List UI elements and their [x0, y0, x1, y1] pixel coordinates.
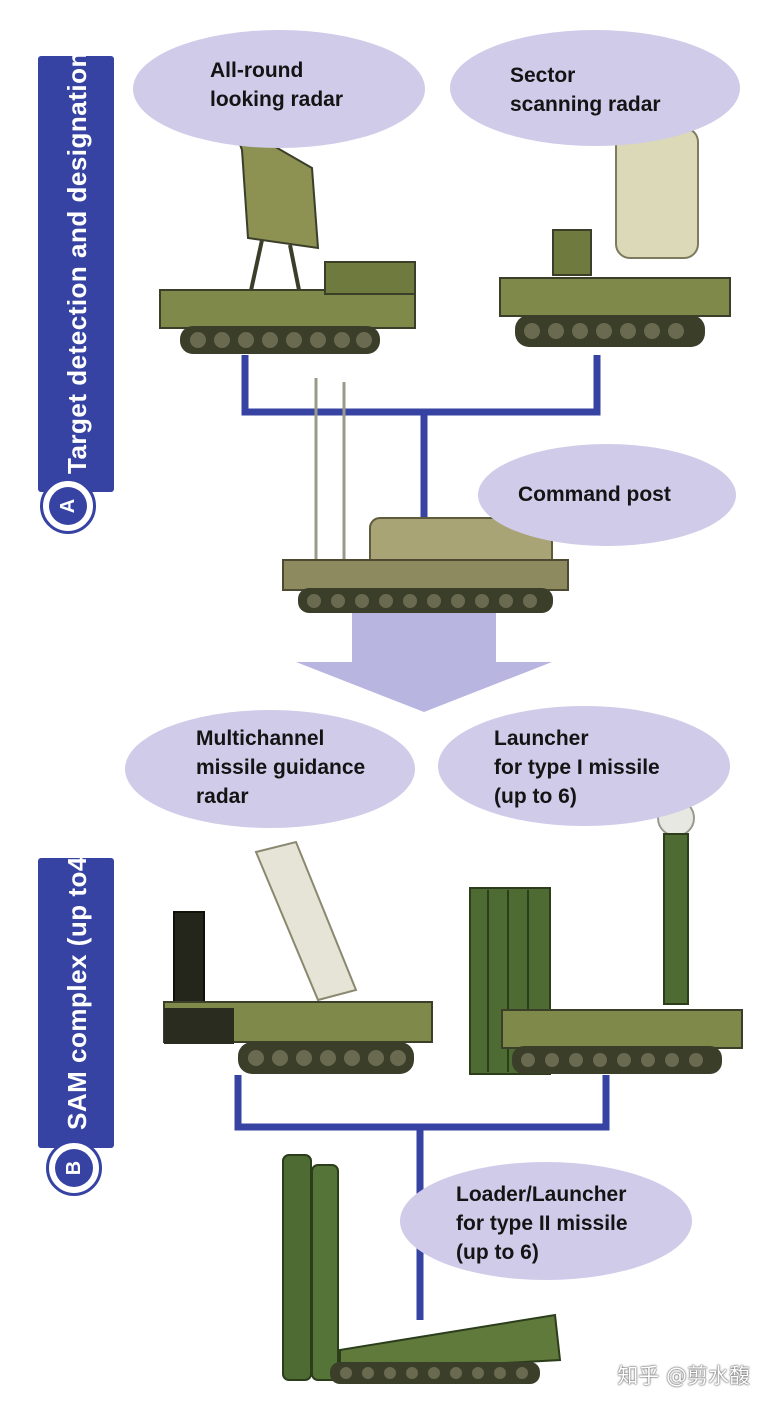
sector-radar-label: Sector scanning radar — [510, 64, 661, 116]
section-b-title: SAM complex (up to4) — [62, 846, 92, 1130]
sector-radar-bubble — [450, 30, 740, 146]
command-post-bubble — [478, 444, 736, 546]
loader-launcher-type2-vehicle — [282, 1154, 562, 1384]
all-round-radar-bubble — [133, 30, 425, 148]
connector-top — [241, 355, 601, 520]
watermark: 知乎 @剪水馥 — [617, 1364, 750, 1388]
connector-radars-line — [241, 355, 601, 416]
command-post-vehicle — [282, 378, 569, 613]
section-a-badge-letter: A — [49, 487, 87, 525]
section-b-badge: B — [46, 1140, 102, 1196]
launcher-type1-label: Launcher for type I missile (up to 6) — [494, 727, 660, 808]
down-arrow — [296, 612, 552, 712]
loader-launcher-type2-label: Loader/Launcher for type II missile (up … — [456, 1183, 628, 1264]
command-post-label: Command post — [518, 483, 671, 506]
section-a-badge: A — [40, 478, 96, 534]
connector-sam-line — [234, 1075, 610, 1131]
section-a-tab: Target detection and designation post — [38, 0, 114, 492]
all-round-radar-vehicle — [159, 119, 416, 354]
guidance-radar-vehicle — [163, 840, 433, 1074]
launcher-type1-vehicle — [469, 799, 743, 1075]
launcher-type1-bubble — [438, 706, 730, 826]
section-a-title: Target detection and designation post — [62, 0, 92, 474]
all-round-radar-label: All-round looking radar — [210, 59, 344, 111]
section-b-tab: SAM complex (up to4) — [38, 847, 114, 1148]
guidance-radar-bubble — [125, 710, 415, 828]
sector-radar-vehicle — [499, 127, 731, 347]
guidance-radar-label: Multichannel missile guidance radar — [196, 727, 366, 808]
section-b-badge-letter: B — [55, 1149, 93, 1187]
loader-launcher-type2-bubble — [400, 1162, 692, 1280]
